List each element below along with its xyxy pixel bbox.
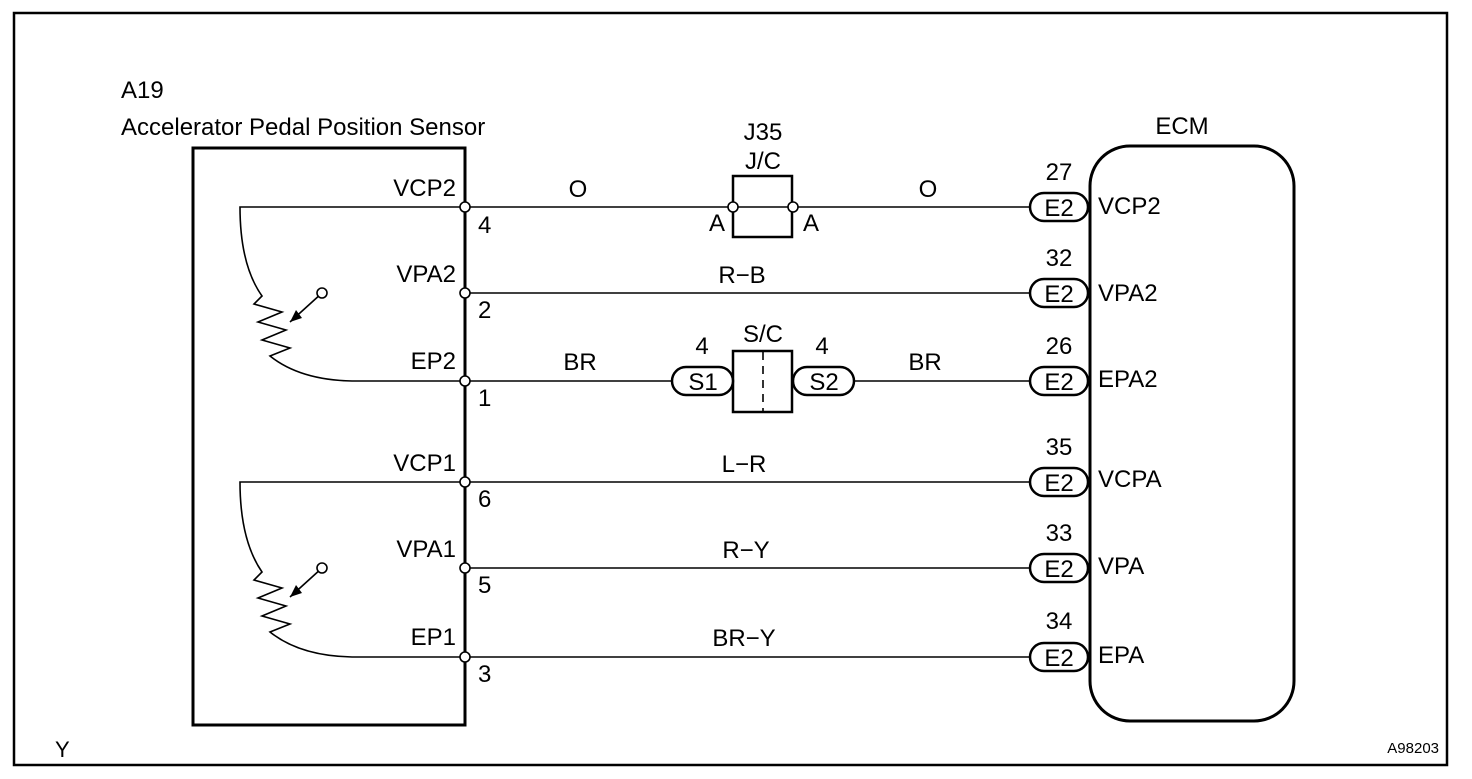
ecm-pin-label: VCP2 [1098, 193, 1161, 220]
sc-conn: S2 [809, 369, 838, 396]
ecm-pin-conn: E2 [1044, 281, 1073, 308]
sensor-pin-num: 2 [478, 297, 491, 324]
sc-conn: S1 [688, 369, 717, 396]
sensor-pin-label: VPA2 [396, 261, 456, 288]
sensor-pin-num: 3 [478, 661, 491, 688]
sc-type: S/C [743, 321, 783, 348]
shield-connector: S/C 4 4 S1 S2 [670, 321, 856, 414]
ecm-pin: 27 E2 VCP2 [1028, 159, 1161, 223]
ecm-pin: 32 E2 VPA2 [1028, 245, 1158, 309]
wire-color: R−Y [722, 537, 769, 564]
sensor-pin-label: VCP1 [393, 450, 456, 477]
ecm-pin-conn: E2 [1044, 556, 1073, 583]
ecm-pin-conn: E2 [1044, 369, 1073, 396]
jc-pin: A [803, 210, 819, 237]
wire-color: BR [563, 349, 596, 376]
jc-ref: J35 [744, 119, 783, 146]
wire-color: L−R [722, 451, 767, 478]
sensor-ref: A19 [121, 77, 164, 104]
wire-color: BR [908, 349, 941, 376]
ecm-pin-conn: E2 [1044, 470, 1073, 497]
potentiometer-lower [239, 481, 465, 658]
sensor-pin-num: 5 [478, 572, 491, 599]
ecm-pin-label: VPA [1098, 553, 1144, 580]
potentiometer-upper [239, 206, 465, 382]
sensor-name: Accelerator Pedal Position Sensor [121, 114, 485, 141]
ecm-pin-label: VCPA [1098, 466, 1162, 493]
sensor-pin-label: VPA1 [396, 536, 456, 563]
sensor-pin-num: 6 [478, 486, 491, 513]
ecm-pin: 34 E2 EPA [1028, 608, 1144, 673]
ecm-pin: 35 E2 VCPA [1028, 434, 1162, 498]
ecm-pin-num: 33 [1046, 520, 1073, 547]
wire-color: BR−Y [712, 625, 775, 652]
ecm-pins: 27 E2 VCP2 32 E2 VPA2 26 E2 EPA2 35 E2 V… [1028, 159, 1162, 673]
footer-left-code: Y [55, 737, 70, 762]
wire-color: O [919, 176, 938, 203]
ecm-pin-num: 32 [1046, 245, 1073, 272]
ecm-pin-num: 27 [1046, 159, 1073, 186]
wires [465, 206, 1030, 658]
sensor-box [191, 146, 467, 727]
sensor-pin-labels: VCP2 4 VPA2 2 EP2 1 VCP1 6 VPA1 5 EP1 3 [393, 175, 491, 688]
figure-code: A98203 [1387, 740, 1439, 757]
ecm-pin-conn: E2 [1044, 645, 1073, 672]
jc-type: J/C [745, 148, 781, 175]
ecm-title: ECM [1155, 113, 1208, 140]
wire-color-labels: O O R−B BR BR L−R R−Y BR−Y [563, 176, 941, 652]
sensor-pin-num: 4 [478, 212, 491, 239]
ecm-box [1088, 144, 1296, 723]
ecm-pin: 33 E2 VPA [1028, 520, 1144, 584]
ecm-pin-label: EPA [1098, 642, 1144, 669]
ecm-pin-num: 35 [1046, 434, 1073, 461]
ecm-pin-label: EPA2 [1098, 366, 1158, 393]
junction-connector: J35 J/C A A [709, 119, 819, 239]
terminal-dots [459, 201, 799, 663]
wire-color: O [569, 176, 588, 203]
ecm-pin-conn: E2 [1044, 195, 1073, 222]
sensor-pin-label: VCP2 [393, 175, 456, 202]
sensor-pin-label: EP2 [411, 348, 456, 375]
sc-num: 4 [695, 333, 708, 360]
diagram-frame [12, 11, 1449, 767]
ecm-pin-num: 26 [1046, 333, 1073, 360]
sensor-pin-num: 1 [478, 385, 491, 412]
ecm-pin-label: VPA2 [1098, 280, 1158, 307]
ecm-pin-num: 34 [1046, 608, 1073, 635]
jc-pin: A [709, 210, 725, 237]
wire-color: R−B [718, 262, 765, 289]
sc-num: 4 [815, 333, 828, 360]
sensor-block: A19 Accelerator Pedal Position Sensor [121, 77, 485, 727]
sensor-pin-label: EP1 [411, 624, 456, 651]
ecm-pin: 26 E2 EPA2 [1028, 333, 1158, 397]
ecm-block: ECM [1088, 113, 1296, 723]
